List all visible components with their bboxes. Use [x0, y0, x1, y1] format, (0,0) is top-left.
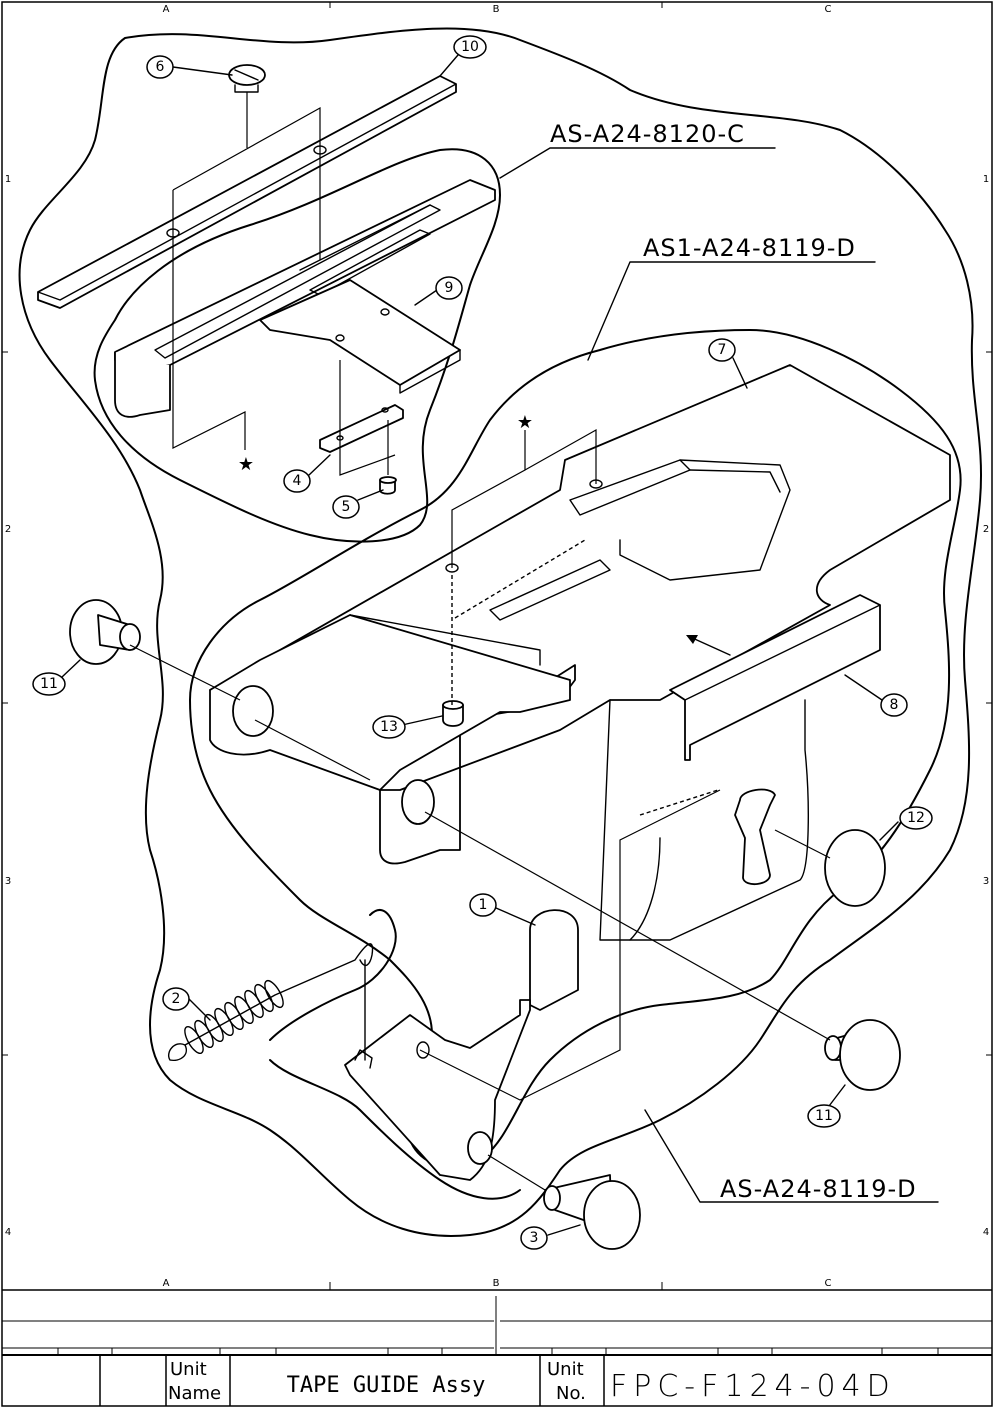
zone-label-right-4: 4: [983, 1227, 989, 1238]
star-mark-upper: ★: [238, 454, 254, 475]
part-4-small-bar: [320, 405, 403, 452]
callout-9: 9: [436, 277, 462, 299]
zone-label-top-a: A: [163, 4, 170, 15]
zone-label-bottom-b: B: [493, 1278, 500, 1289]
svg-text:6: 6: [156, 59, 165, 75]
svg-text:9: 9: [445, 280, 454, 296]
zone-label-bottom-a: A: [163, 1278, 170, 1289]
callout-6: 6: [147, 56, 173, 78]
unit-name-label-line2: Name: [168, 1383, 221, 1404]
leader-asm-8120: [500, 148, 775, 178]
callout-3: 3: [521, 1227, 547, 1249]
callout-11-left: 11: [33, 673, 65, 695]
unit-no-value: FPC-F124-04D: [610, 1369, 896, 1404]
assembly-label-8120: AS-A24-8120-C: [550, 120, 745, 148]
assembly-label-8119-1: AS1-A24-8119-D: [643, 234, 856, 262]
zone-label-right-2: 2: [983, 524, 989, 535]
part-9-upper-plate: [115, 180, 495, 417]
zone-label-top-c: C: [825, 4, 832, 15]
zone-label-left-3: 3: [5, 876, 11, 887]
zone-label-left-1: 1: [5, 174, 11, 185]
svg-text:10: 10: [461, 39, 479, 55]
callout-12: 12: [900, 807, 932, 829]
svg-text:13: 13: [380, 719, 398, 735]
svg-text:11: 11: [815, 1108, 833, 1124]
callout-10: 10: [454, 36, 486, 58]
part-1-lever: [345, 910, 578, 1180]
star-mark-lower: ★: [517, 412, 533, 433]
svg-text:8: 8: [890, 697, 899, 713]
svg-text:1: 1: [479, 897, 488, 913]
unit-name-label-line1: Unit: [170, 1359, 207, 1380]
svg-text:7: 7: [718, 342, 727, 358]
zone-label-left-2: 2: [5, 524, 11, 535]
svg-text:5: 5: [342, 499, 351, 515]
zone-label-bottom-c: C: [825, 1278, 832, 1289]
part-12-cap: [825, 830, 885, 906]
svg-text:3: 3: [530, 1230, 539, 1246]
part-5-screw: [380, 477, 396, 494]
zone-label-right-1: 1: [983, 174, 989, 185]
callout-4: 4: [284, 470, 310, 492]
part-11-pin-left: [70, 600, 140, 664]
part-6-screw: [229, 65, 265, 92]
callout-7: 7: [709, 339, 735, 361]
zone-label-right-3: 3: [983, 876, 989, 887]
callout-1: 1: [470, 894, 496, 916]
dashed-line-pin: [640, 790, 718, 815]
part-13-screw: [443, 701, 463, 726]
spring-boundary: [270, 910, 396, 1040]
callout-13: 13: [373, 716, 405, 738]
callout-2: 2: [163, 988, 189, 1010]
unit-no-label-line2: No.: [556, 1383, 586, 1404]
part-3-pin: [544, 1175, 640, 1249]
unit-name-value: TAPE GUIDE Assy: [287, 1373, 486, 1398]
callout-11-right: 11: [808, 1105, 840, 1127]
zone-label-left-4: 4: [5, 1227, 11, 1238]
svg-text:4: 4: [293, 473, 302, 489]
svg-text:12: 12: [907, 810, 925, 826]
assembly-label-8119: AS-A24-8119-D: [720, 1175, 917, 1203]
part-2-spring: [169, 944, 373, 1061]
bent-tab: [735, 790, 775, 885]
part-11-pin-right: [825, 1020, 900, 1090]
zone-label-top-b: B: [493, 4, 500, 15]
svg-text:2: 2: [172, 991, 181, 1007]
svg-text:11: 11: [40, 676, 58, 692]
unit-no-label-line1: Unit: [547, 1359, 584, 1380]
callout-8: 8: [881, 694, 907, 716]
callout-5: 5: [333, 496, 359, 518]
